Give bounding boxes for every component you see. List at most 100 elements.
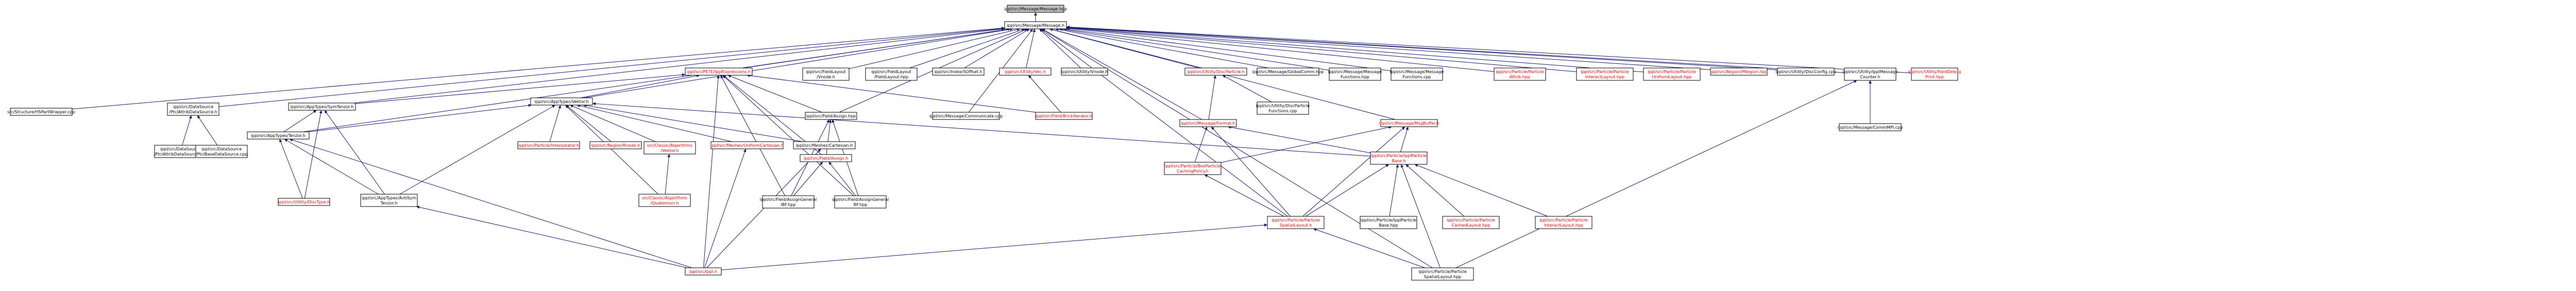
node-label: Functions.hpp [1341,75,1369,79]
node-label: ippl/src/Meshes/Cartesian.h [796,143,853,148]
node-label: ippl/src/FieldLayout [871,70,911,74]
node-n50[interactable]: ippl/src/Ippl.h [685,267,722,276]
node-n5[interactable]: ippl/src/DataSource/PtclBaseDataSource.c… [195,145,248,158]
node-n32[interactable]: ippl/src/AppTypes/Tenzor.h [247,131,310,140]
node-box [1164,162,1222,175]
node-label: ippl/src/DataSource [173,105,213,109]
edge-n35-n43 [665,153,671,195]
edge-n3-n5 [197,115,218,146]
node-n20[interactable]: ippl/src/Utility/DiscConfig.cpp [1775,67,1836,76]
node-n29[interactable]: ippl/src/Utility/DiscParticleFunctions.c… [1256,101,1310,115]
node-label: Functions.cpp [1402,75,1431,79]
node-n33[interactable]: ippl/src/Particle/Interpolator.h [517,141,580,149]
node-n51[interactable]: ippl/src/Particle/ParticleSpatialLayout.… [1411,267,1474,281]
node-n31[interactable]: ippl/src/Message/CommMPI.cpp [1838,123,1903,131]
node-n30[interactable]: ippl/src/Message/MsgBuffer.h [1379,119,1439,127]
node-n41[interactable]: ippl/src/Utility/DiscType.h [278,198,330,206]
node-box [360,194,418,207]
node-label: src/Classic/Algorithms [647,143,692,148]
node-n12[interactable]: ippl/src/Utility/DiscParticle.h [1184,67,1247,76]
node-label: ippl/src/Message/GlobalComm.hpp [1252,70,1324,74]
node-label: ippl/src/Utility/DiscType.h [278,200,330,204]
node-label: ippl/src/Message/Communicate.cpp [929,114,1003,118]
node-label: ippl/src/Particle/Particle [1496,70,1544,74]
node-n46[interactable]: ippl/src/Particle/ParticleSpatialLayout.… [1267,216,1325,229]
node-n13[interactable]: ippl/src/Message/GlobalComm.hpp [1252,67,1324,76]
node-label: ippl/src/Region/Rnode.h [591,143,640,148]
node-n8[interactable]: ippl/src/FieldLayout/FieldLayout.hpp [865,67,918,81]
node-n10[interactable]: ippl/src/Utility/Vec.h [999,67,1052,76]
node-n0[interactable]: ippl/src/Message/Message.hpp [1004,5,1067,13]
node-n26[interactable]: ippl/src/Message/Communicate.cpp [929,112,1003,120]
node-box [1061,67,1108,76]
node-box [1370,151,1428,165]
edge-n40-n47 [1389,164,1399,217]
edge-n1-n18 [1066,26,1644,73]
edge-n24-n33 [549,105,562,142]
node-n3[interactable]: ippl/src/DataSource/PtclAttribDataSource… [167,102,219,116]
edge-n1-n19 [1066,26,1711,70]
edge-n6-n50 [703,75,720,268]
node-n25[interactable]: ippl/src/Field/Assign.hpp [805,112,857,120]
node-label: ippl/src/Utility/Vnode.h [1061,70,1108,74]
node-n48[interactable]: ippl/src/Particle/ParticleCashedLayout.h… [1442,216,1500,229]
edge-n24-n43 [565,105,658,195]
edges-layer [72,12,1912,270]
node-n1[interactable]: ippl/src/Message/Message.h [1004,21,1067,29]
edge-n10-n27 [1028,75,1061,113]
edge-n1-n22 [1066,25,1912,74]
node-label: ippl/src/Field/AssignGeneral [832,197,889,202]
node-box [1007,5,1064,13]
node-box [638,194,691,207]
node-n11[interactable]: ippl/src/Utility/Vnode.h [1061,67,1108,76]
node-label: /Vektor.h [660,148,679,153]
node-label: /Quaternion.h [650,201,679,206]
node-n43[interactable]: src/Classic/Algorithms/Quaternion.h [638,194,691,207]
node-label: ippl/src/AppTypes/Tenzor.h [251,133,305,138]
node-n2[interactable]: src/Structure/H5PartWrapper.cpp [7,108,75,116]
node-box [195,145,248,158]
node-n23[interactable]: ippl/src/AppTypes/SymTenzor.h [288,102,356,111]
node-n27[interactable]: ippl/src/Field/BrickIterator.h [1035,112,1093,120]
node-n24[interactable]: ippl/src/AppTypes/Vektor.h [530,97,593,106]
edge-n12-n28 [1208,75,1217,120]
node-n38[interactable]: ippl/src/Field/Assign.h [800,154,852,162]
edge-n6-n24 [580,74,700,98]
node-label: ippl/src/PETE/IpplExpressions.h [687,70,751,74]
node-label: ippl/src/Region/PRegion.hpp [1710,70,1768,74]
node-n36[interactable]: ippl/src/Meshes/UniformCartesian.h [710,141,784,149]
nodes-layer: ippl/src/Message/Message.hpp ippl/src/Mes… [7,5,1961,281]
node-box [167,102,219,116]
node-n7[interactable]: ippl/src/FieldLayout/Vnode.h [802,67,850,81]
node-n39[interactable]: ippl/src/Particle/BoxParticleCachingPoli… [1164,162,1222,175]
node-n37[interactable]: ippl/src/Meshes/Cartesian.h [793,141,856,149]
node-label: ippl/src/Field/AssignGeneral [760,197,817,202]
node-n34[interactable]: ippl/src/Region/Rnode.h [589,141,642,149]
node-label: ippl/src/Message/CommMPI.cpp [1838,125,1903,130]
edge-n46-n50 [721,224,1268,270]
edge-n1-n21 [1066,25,1845,73]
node-box [805,112,857,120]
node-n49[interactable]: ippl/src/Particle/ParticleInteractLayout… [1535,216,1592,229]
node-n6[interactable]: ippl/src/PETE/IpplExpressions.h [685,67,753,76]
node-n28[interactable]: ippl/src/Message/Format.h [1179,119,1237,127]
node-n35[interactable]: src/Classic/Algorithms/Vektor.h [643,141,696,155]
node-n18[interactable]: ippl/src/Particle/ParticleUniformLayout.… [1643,67,1701,81]
node-box [800,154,852,162]
edge-n42-n50 [416,206,688,268]
node-n9[interactable]: ippl/src/Index/SOffset.h [932,67,985,76]
node-n17[interactable]: ippl/src/Particle/ParticleInteractLayout… [1576,67,1634,81]
edge-n3-n4 [182,115,192,146]
node-box [685,267,722,276]
node-n19[interactable]: ippl/src/Region/PRegion.hpp [1710,67,1768,76]
